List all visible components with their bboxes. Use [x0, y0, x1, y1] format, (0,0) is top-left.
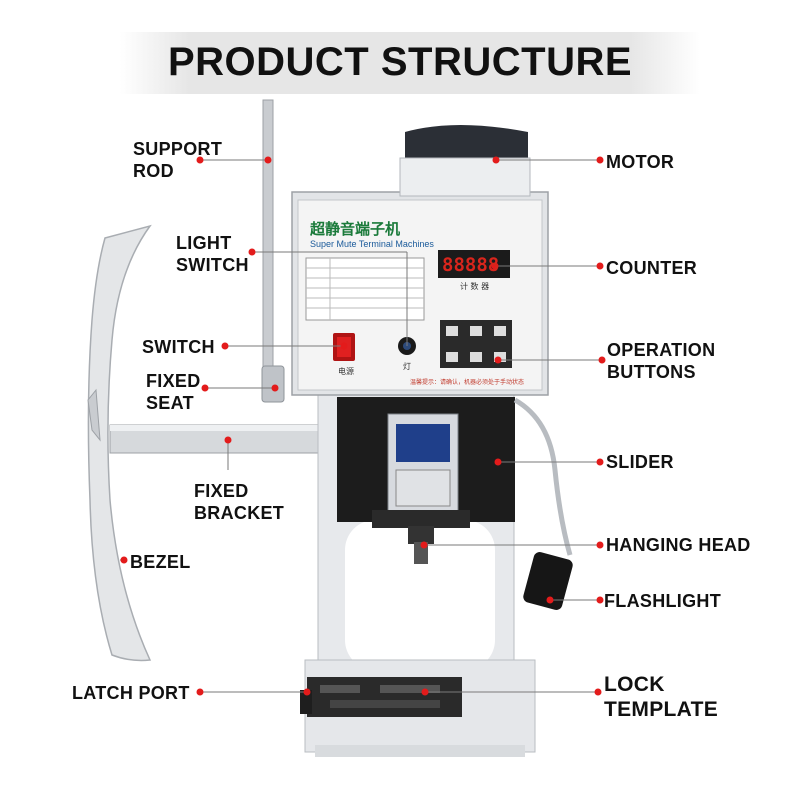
leader-lines: [120, 159, 602, 693]
label-switch: SWITCH: [142, 337, 215, 357]
counter-caption: 计 数 器: [460, 281, 489, 291]
motor-cap: [405, 125, 528, 158]
flashlight-head: [523, 552, 573, 610]
dot-fixed-bracket: [224, 436, 232, 444]
label-flashlight: FLASHLIGHT: [604, 591, 721, 611]
hanging-head: [372, 510, 470, 528]
dot-motor-end: [596, 156, 604, 164]
dot-counter: [491, 262, 499, 270]
light-caption: 灯: [403, 361, 411, 371]
dot-fixed-seat-end: [271, 384, 279, 392]
dot-operation-buttons-end: [598, 356, 606, 364]
dot-operation-buttons: [494, 356, 502, 364]
warning-text: 温馨提示：请确认，机器必须处于手动状态: [410, 378, 524, 386]
label-bezel: BEZEL: [130, 552, 191, 572]
dot-slider-end: [596, 458, 604, 466]
dot-switch: [221, 342, 229, 350]
switch-caption: 电源: [338, 366, 354, 376]
counter-digits: 88888: [442, 254, 499, 276]
counter-display: [438, 250, 510, 278]
dot-hanging-head-end: [596, 541, 604, 549]
page-title: PRODUCT STRUCTURE: [167, 40, 633, 84]
label-hanging-head: HANGING HEAD: [606, 535, 751, 555]
dot-light-switch: [248, 248, 256, 256]
dot-switch-end: [340, 342, 348, 350]
label-latch-port: LATCH PORT: [72, 683, 190, 703]
dot-slider: [494, 458, 502, 466]
dot-lock-template-end: [594, 688, 602, 696]
title-banner: [120, 32, 700, 94]
dot-lock-template: [421, 688, 429, 696]
brand-cn: 超静音端子机: [309, 220, 400, 238]
label-counter: COUNTER: [606, 258, 698, 278]
dot-flashlight: [546, 596, 554, 604]
support-rod: [262, 99, 274, 401]
label-motor: MOTOR: [606, 152, 675, 172]
motor-housing: [399, 157, 531, 197]
brand-en: Super Mute Terminal Machines: [310, 239, 434, 249]
label-slider: SLIDER: [606, 452, 674, 472]
dot-fixed-seat: [201, 384, 209, 392]
dot-support-rod-end: [264, 156, 272, 164]
dot-flashlight-end: [596, 596, 604, 604]
flashlight-neck: [513, 397, 573, 556]
dot-latch-port-end: [303, 688, 311, 696]
dot-latch-port: [196, 688, 204, 696]
dot-support-rod: [196, 156, 204, 164]
dot-motor: [492, 156, 500, 164]
callout-dots: [120, 156, 606, 696]
fixed-seat: [261, 365, 285, 403]
bezel: [87, 224, 152, 662]
dot-bezel: [120, 556, 128, 564]
dot-hanging-head: [420, 541, 428, 549]
lock-template-plate: [307, 677, 462, 717]
dot-counter-end: [596, 262, 604, 270]
